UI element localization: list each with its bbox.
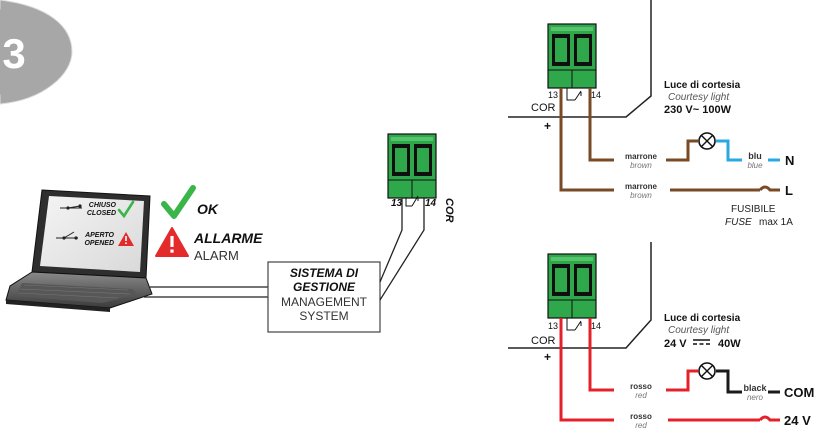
top-relay-contact-icon <box>566 88 582 101</box>
bottom-cor-label: COR <box>531 335 556 347</box>
middle-terminal-block <box>387 133 437 199</box>
top-wire-blue <box>716 139 742 162</box>
management-line1: SISTEMA DI <box>290 266 359 280</box>
bottom-circuit: 13 14 COR + Luce di cortesia Courtesy li… <box>508 242 814 430</box>
alarm-label-en: ALARM <box>194 248 239 263</box>
top-plus-sign: + <box>544 119 551 133</box>
closed-label-it: CHIUSO <box>89 202 117 209</box>
bottom-relay-contact-icon <box>566 318 582 331</box>
management-system-box: SISTEMA DI GESTIONE MANAGEMENT SYSTEM <box>267 261 381 333</box>
bottom-light-power: 40W <box>718 338 741 350</box>
top-pin-13: 13 <box>548 90 558 100</box>
middle-relay-contact-icon <box>405 195 419 207</box>
top-neutral-label: N <box>785 153 794 168</box>
top-wire-brown-lower <box>559 88 614 192</box>
top-fuse-icon <box>758 185 780 192</box>
top-lamp-icon <box>698 132 716 150</box>
ok-label: OK <box>197 201 219 217</box>
middle-wire-13 <box>379 198 403 283</box>
top-light-rating: 230 V~ 100W <box>664 104 732 116</box>
laptop: CHIUSO CLOSED APERTO OPENED <box>5 189 153 312</box>
top-wire-brown-to-lamp <box>666 139 698 162</box>
bottom-light-title: Luce di cortesia <box>664 313 741 324</box>
top-light-subtitle: Courtesy light <box>668 92 730 103</box>
top-fuse-en: FUSE <box>725 217 752 228</box>
ok-check-icon <box>161 185 196 219</box>
step-badge: 3 <box>0 0 73 105</box>
bottom-fuse-icon <box>758 415 780 422</box>
bottom-wire1-en: red <box>635 391 647 400</box>
alarm-label-it: ALLARME <box>193 230 263 246</box>
bottom-black-en: black <box>743 383 767 393</box>
top-fuse-rating: max 1A <box>759 217 793 228</box>
management-line4: SYSTEM <box>299 309 348 323</box>
closed-label-en: CLOSED <box>87 210 116 217</box>
bottom-supply-label: 24 V <box>784 413 811 428</box>
bottom-wire2-it: rosso <box>630 412 652 421</box>
bottom-wire-black <box>716 369 742 394</box>
management-line3: MANAGEMENT <box>281 295 368 309</box>
bottom-light-voltage: 24 V <box>664 338 687 350</box>
middle-wire-14 <box>379 198 425 301</box>
bottom-lamp-icon <box>698 362 716 380</box>
top-cor-label: COR <box>531 102 556 114</box>
middle-pin-14: 14 <box>425 198 437 209</box>
bottom-wire1-it: rosso <box>630 382 652 391</box>
top-blue-en: blue <box>747 161 763 170</box>
step-number: 3 <box>2 30 25 77</box>
small-check-icon <box>117 200 135 219</box>
bottom-wire-red-to-lamp <box>666 369 698 392</box>
bottom-plus-sign: + <box>544 350 551 364</box>
dc-symbol-icon <box>693 339 710 345</box>
bottom-wire-red-upper <box>588 318 614 392</box>
top-fuse-it: FUSIBILE <box>731 204 776 215</box>
middle-pin-13: 13 <box>391 198 403 209</box>
bottom-pin-14: 14 <box>591 321 601 331</box>
top-wire2-it: marrone <box>625 182 658 191</box>
alarm-warning-icon <box>155 227 189 257</box>
bottom-pin-13: 13 <box>548 321 558 331</box>
middle-cor-label: COR <box>443 198 455 223</box>
bottom-com-label: COM <box>784 385 814 400</box>
opened-label-en: OPENED <box>84 240 114 247</box>
top-blue-it: blu <box>748 151 762 161</box>
top-terminal-block <box>547 23 597 89</box>
top-wire1-it: marrone <box>625 152 658 161</box>
top-light-title: Luce di cortesia <box>664 80 741 91</box>
bottom-wire2-en: red <box>635 421 647 430</box>
opened-label-it: APERTO <box>84 232 114 239</box>
top-wire1-en: brown <box>630 161 652 170</box>
bottom-black-it: nero <box>747 393 764 402</box>
bottom-terminal-block <box>547 253 597 319</box>
laptop-screen: CHIUSO CLOSED APERTO OPENED <box>56 200 135 247</box>
management-line2: GESTIONE <box>293 280 356 294</box>
bottom-wire-red-lower <box>559 318 614 422</box>
top-circuit: 13 14 COR + Luce di cortesia Courtesy li… <box>508 0 794 228</box>
top-wire2-en: brown <box>630 191 652 200</box>
top-wire-brown-upper <box>588 88 614 162</box>
top-line-label: L <box>785 183 793 198</box>
top-pin-14: 14 <box>591 90 601 100</box>
bottom-light-subtitle: Courtesy light <box>668 325 730 336</box>
